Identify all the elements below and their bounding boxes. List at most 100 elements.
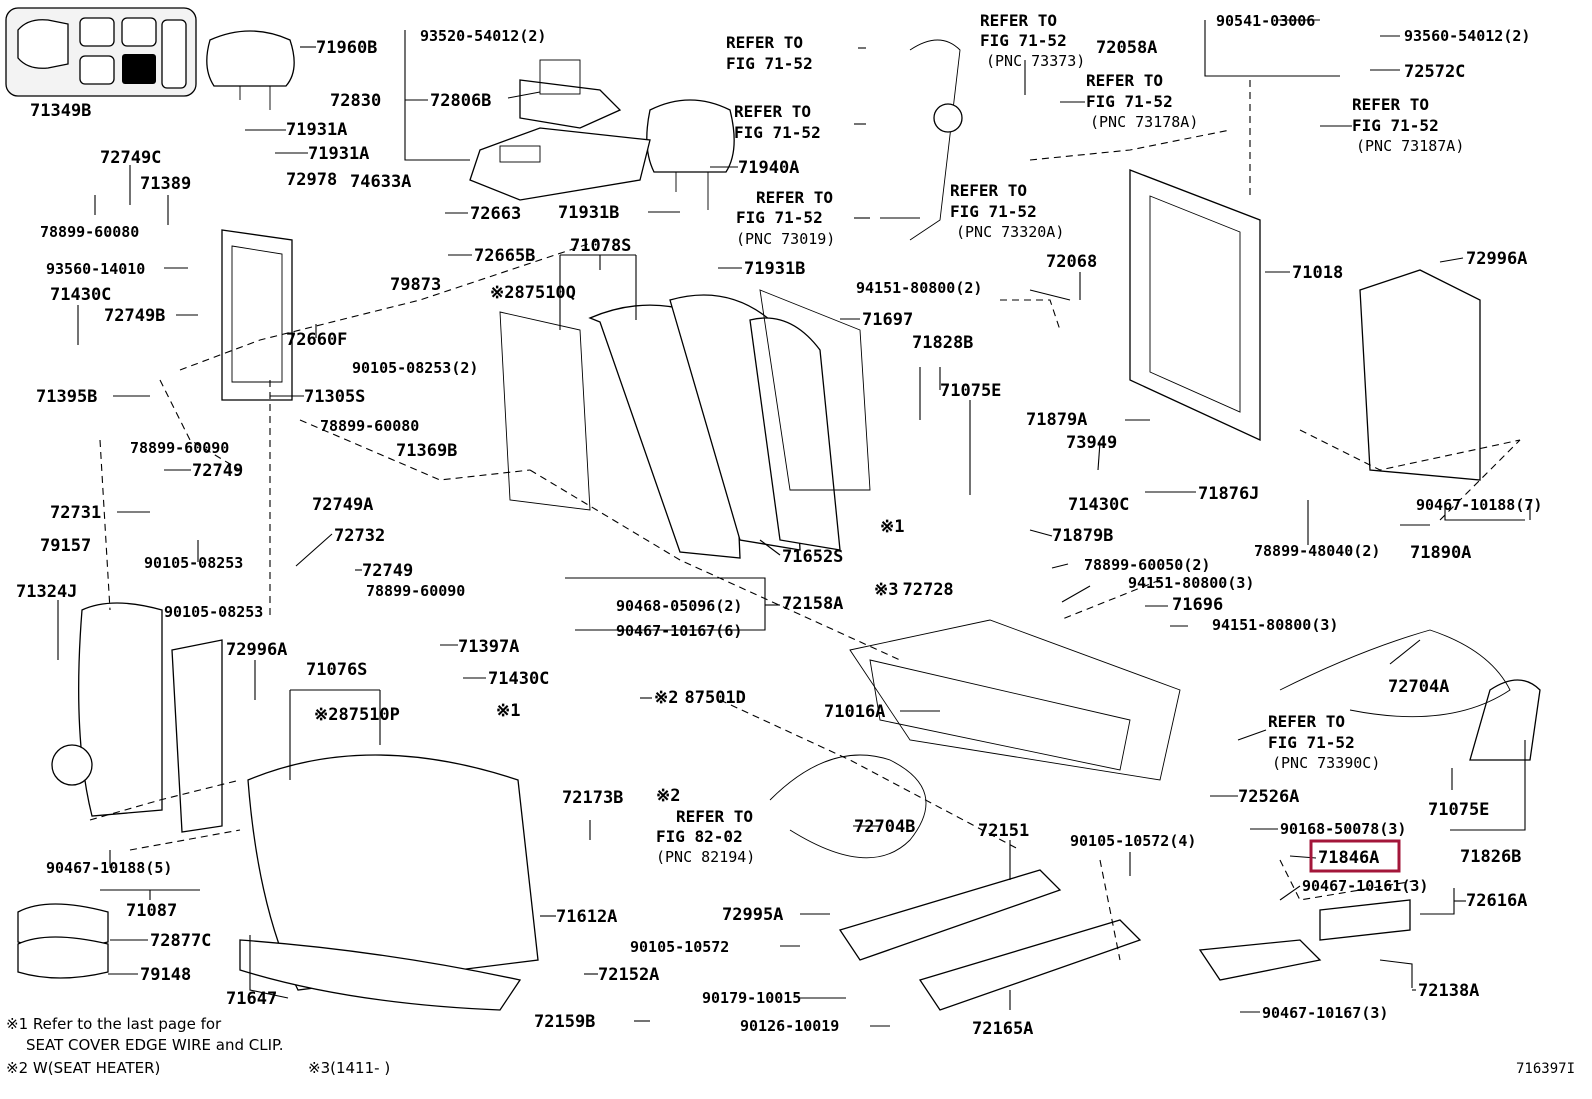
part-label[interactable]: 72058A <box>1096 38 1157 58</box>
part-label[interactable]: 90126-10019 <box>740 1017 839 1035</box>
part-label[interactable]: 72749 <box>192 461 243 481</box>
part-label[interactable]: 90467-10188(7) <box>1416 496 1542 514</box>
part-label[interactable]: 71931B <box>558 203 619 223</box>
part-label[interactable]: 93560-14010 <box>46 260 145 278</box>
part-label[interactable]: 72173B <box>562 788 623 808</box>
part-label[interactable]: 71369B <box>396 441 457 461</box>
part-label[interactable]: 90467-10188(5) <box>46 859 172 877</box>
part-label[interactable]: 72165A <box>972 1019 1033 1039</box>
part-label[interactable]: 72978 <box>286 170 337 190</box>
part-label[interactable]: 90105-08253 <box>164 603 263 621</box>
part-label[interactable]: 74633A <box>350 172 411 192</box>
part-label[interactable]: 71430C <box>488 669 549 689</box>
part-label[interactable]: 71087 <box>126 901 177 921</box>
part-label[interactable]: 73949 <box>1066 433 1117 453</box>
ref-fig[interactable]: FIG 71-52 <box>980 31 1067 50</box>
part-label[interactable]: 71652S <box>782 547 843 567</box>
ref-fig[interactable]: FIG 82-02 <box>656 827 743 846</box>
part-label[interactable]: 72704A <box>1388 677 1449 697</box>
ref-fig[interactable]: FIG 71-52 <box>1352 116 1439 135</box>
part-label[interactable]: 72877C <box>150 931 211 951</box>
part-label[interactable]: 71389 <box>140 174 191 194</box>
part-label[interactable]: 90541-03006 <box>1216 12 1315 30</box>
part-label[interactable]: 78899-60080 <box>40 223 139 241</box>
part-label[interactable]: 72665B <box>474 246 535 266</box>
part-label[interactable]: 72731 <box>50 503 101 523</box>
part-label[interactable]: 71016A <box>824 702 885 722</box>
ref-fig[interactable]: FIG 71-52 <box>1086 92 1173 111</box>
part-label[interactable]: 94151-80800(3) <box>1212 616 1338 634</box>
part-label[interactable]: 71931A <box>286 120 347 140</box>
part-label[interactable]: 71349B <box>30 101 91 121</box>
part-label[interactable]: 78899-60080 <box>320 417 419 435</box>
part-label[interactable]: 71018 <box>1292 263 1343 283</box>
part-label[interactable]: 90467-10161(3) <box>1302 877 1428 895</box>
part-label[interactable]: 79873 <box>390 275 441 295</box>
part-label[interactable]: 72806B <box>430 91 491 111</box>
ref-fig[interactable]: FIG 71-52 <box>950 202 1037 221</box>
part-label[interactable]: 94151-80800(3) <box>1128 574 1254 592</box>
part-label[interactable]: 71075E <box>940 381 1001 401</box>
part-label[interactable]: 72996A <box>226 640 287 660</box>
part-label[interactable]: 72138A <box>1418 981 1479 1001</box>
part-label[interactable]: 72526A <box>1238 787 1299 807</box>
part-label[interactable]: 90468-05096(2) <box>616 597 742 615</box>
part-label[interactable]: 72704B <box>854 817 915 837</box>
part-label[interactable]: 71940A <box>738 158 799 178</box>
part-label[interactable]: 72158A <box>782 594 843 614</box>
part-label[interactable]: 78899-48040(2) <box>1254 542 1380 560</box>
part-label[interactable]: 72660F <box>286 330 347 350</box>
part-label[interactable]: ※287510Q <box>490 283 576 303</box>
part-label[interactable]: 78899-60050(2) <box>1084 556 1210 574</box>
part-label[interactable]: 72749 <box>362 561 413 581</box>
part-label[interactable]: 71430C <box>50 285 111 305</box>
part-label[interactable]: 72749C <box>100 148 161 168</box>
part-label[interactable]: 71931A <box>308 144 369 164</box>
part-label[interactable]: 71305S <box>304 387 365 407</box>
part-label[interactable]: 71397A <box>458 637 519 657</box>
part-label[interactable]: 93560-54012(2) <box>1404 27 1530 45</box>
part-label[interactable]: 72152A <box>598 965 659 985</box>
part-label[interactable]: 71395B <box>36 387 97 407</box>
part-label[interactable]: ※287510P <box>314 705 400 725</box>
part-label[interactable]: 90168-50078(3) <box>1280 820 1406 838</box>
part-label[interactable]: 71879B <box>1052 526 1113 546</box>
part-label[interactable]: 71697 <box>862 310 913 330</box>
part-label[interactable]: 71076S <box>306 660 367 680</box>
part-label[interactable]: 78899-60090 <box>366 582 465 600</box>
part-label[interactable]: 71828B <box>912 333 973 353</box>
part-label[interactable]: 90179-10015 <box>702 989 801 1007</box>
part-label[interactable]: 72068 <box>1046 252 1097 272</box>
part-label[interactable]: 71826B <box>1460 847 1521 867</box>
part-label[interactable]: 78899-60090 <box>130 439 229 457</box>
part-label[interactable]: 72749A <box>312 495 373 515</box>
part-label[interactable]: 71078S <box>570 236 631 256</box>
part-label[interactable]: 79157 <box>40 536 91 556</box>
part-label[interactable]: 90105-08253 <box>144 554 243 572</box>
part-label[interactable]: 72616A <box>1466 891 1527 911</box>
ref-fig[interactable]: FIG 71-52 <box>736 208 823 227</box>
part-label[interactable]: 72749B <box>104 306 165 326</box>
part-label[interactable]: 71879A <box>1026 410 1087 430</box>
part-label[interactable]: 72151 <box>978 821 1029 841</box>
part-label[interactable]: 72159B <box>534 1012 595 1032</box>
part-label[interactable]: 71931B <box>744 259 805 279</box>
part-label[interactable]: 93520-54012(2) <box>420 27 546 45</box>
part-label[interactable]: 79148 <box>140 965 191 985</box>
part-label[interactable]: 72663 <box>470 204 521 224</box>
part-label[interactable]: 71960B <box>316 38 377 58</box>
part-label[interactable]: 72830 <box>330 91 381 111</box>
part-label[interactable]: 72572C <box>1404 62 1465 82</box>
part-label[interactable]: 90105-10572 <box>630 938 729 956</box>
part-label[interactable]: 71324J <box>16 582 77 602</box>
part-label[interactable]: 71647 <box>226 989 277 1009</box>
part-label[interactable]: 71430C <box>1068 495 1129 515</box>
part-label[interactable]: 71876J <box>1198 484 1259 504</box>
part-label[interactable]: 72732 <box>334 526 385 546</box>
part-label[interactable]: 71890A <box>1410 543 1471 563</box>
part-label[interactable]: 71612A <box>556 907 617 927</box>
part-label[interactable]: 90467-10167(6) <box>616 622 742 640</box>
part-label[interactable]: 90105-08253(2) <box>352 359 478 377</box>
part-label[interactable]: 90467-10167(3) <box>1262 1004 1388 1022</box>
